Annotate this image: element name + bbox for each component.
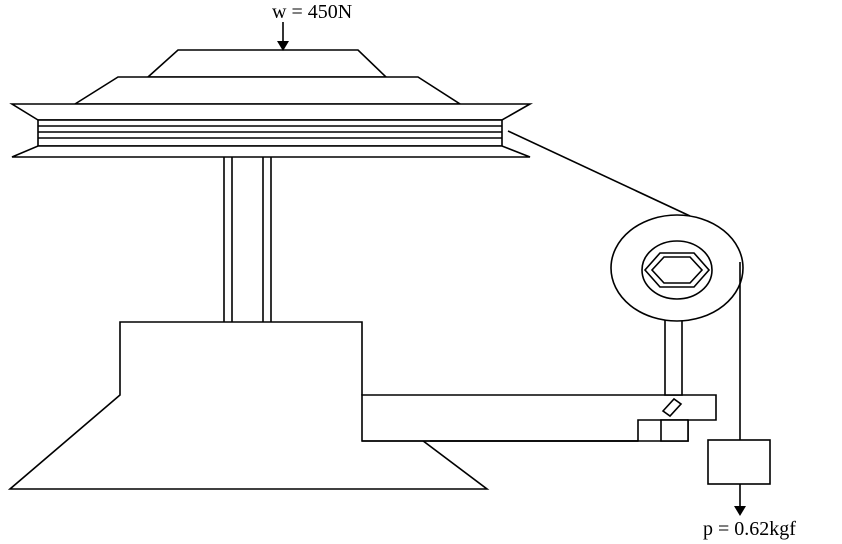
hanging-weight <box>707 439 771 485</box>
base <box>7 321 490 490</box>
force-arrow-p-head <box>734 506 746 516</box>
top-weight <box>145 49 388 78</box>
force-arrow-w-head <box>277 41 289 51</box>
hex-nut-icon <box>643 252 711 288</box>
idler-post <box>664 317 683 396</box>
second-weight <box>72 76 463 105</box>
shaft <box>223 157 272 322</box>
idler-pulley <box>610 214 744 322</box>
lever-arm <box>361 394 717 442</box>
cable <box>507 130 741 440</box>
arm-block <box>660 419 689 442</box>
grooved-pulley <box>9 103 534 158</box>
pivot-pin <box>661 397 683 418</box>
force-label: p = 0.62kgf <box>703 518 796 540</box>
weight-label: w = 450N <box>272 1 353 23</box>
